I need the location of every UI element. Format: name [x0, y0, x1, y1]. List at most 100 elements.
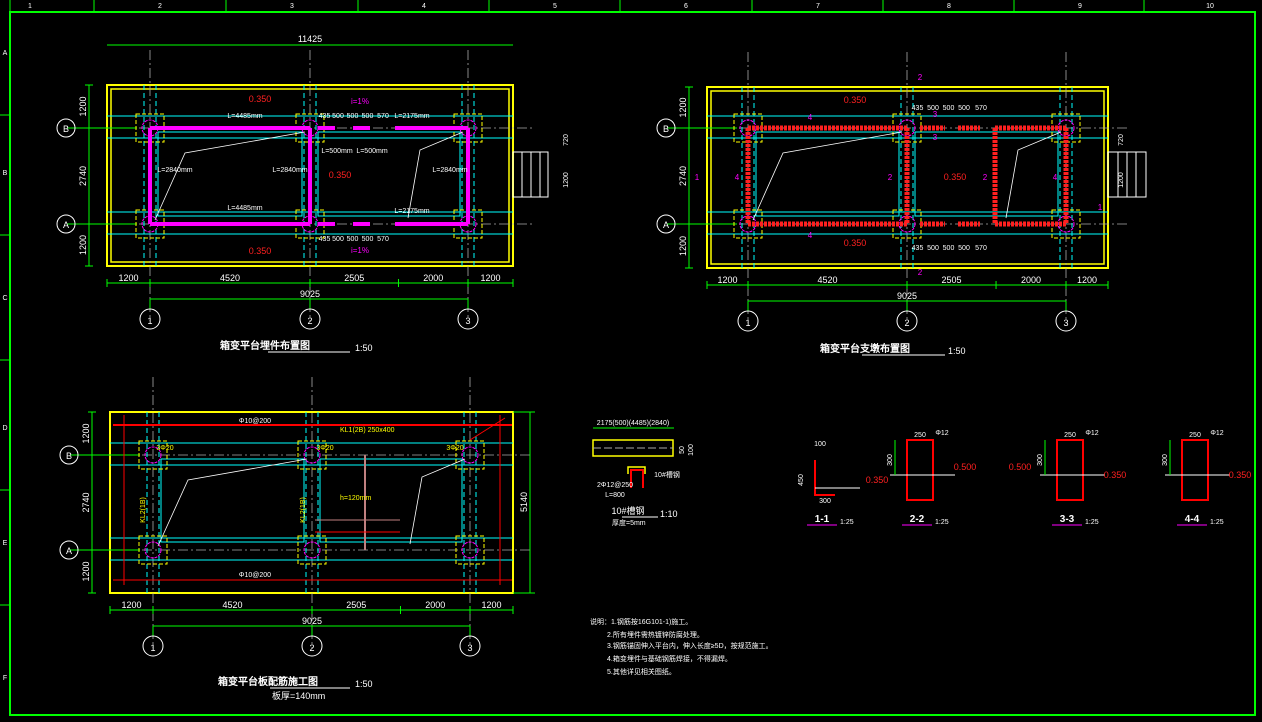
slope-mark: i=1% — [351, 246, 369, 255]
dimension-text: 100 — [814, 441, 826, 448]
section-outline — [906, 439, 934, 501]
dimension-text: 2740 — [678, 166, 688, 186]
dimension-text: 5140 — [519, 492, 529, 512]
ruler-number: 1 — [28, 3, 32, 10]
dimension-text: 1200 — [1118, 172, 1125, 188]
opening-outline — [157, 131, 303, 217]
detail-title: 10#槽钢 — [611, 505, 644, 516]
beam-label: KL1(2B) 250x400 — [340, 427, 395, 434]
segment-dimension: 500 — [332, 236, 344, 243]
rebar-length: L=4485mm — [227, 205, 262, 212]
dimension-total: 9025 — [302, 616, 322, 626]
section-mark: 4 — [808, 113, 813, 122]
section-mark: 2 — [918, 73, 923, 82]
column-base — [455, 440, 485, 470]
detail-scale: 1:10 — [660, 509, 678, 519]
axis-label: A — [63, 220, 69, 230]
drawing-frame — [9, 11, 1256, 716]
column — [303, 541, 321, 559]
elevation-mark: 0.500 — [954, 462, 977, 472]
dimension-text: 1200 — [678, 97, 688, 117]
dimension-text: 1200 — [563, 172, 570, 188]
axis-label: 2 — [904, 318, 909, 328]
elevation-mark: 0.350 — [1104, 470, 1127, 480]
axis-bubble — [1055, 310, 1077, 332]
axis-bubble — [459, 635, 481, 657]
segment-dimension: 500 — [943, 105, 955, 112]
bar-label: Φ12 — [1085, 430, 1098, 437]
ruler-number: 6 — [684, 3, 688, 10]
rebar-label: 3Φ20 — [316, 445, 333, 452]
dimension-text: 1200 — [81, 423, 91, 443]
section-mark: 4 — [808, 231, 813, 240]
dimension-text: 300 — [887, 454, 894, 466]
axis-bubble — [299, 308, 321, 330]
dimension-text: 2000 — [1021, 275, 1041, 285]
dimension-text: 1200 — [717, 275, 737, 285]
ruler-number: 9 — [1078, 3, 1082, 10]
section-scale: 1:25 — [1210, 519, 1224, 526]
elevation-mark: 0.350 — [249, 94, 272, 104]
section-mark: 2 — [983, 173, 988, 182]
dimension-text: 2175(500)(4485)(2840) — [597, 420, 669, 427]
beam-label: KL2(1B) — [300, 497, 307, 523]
axis-label: B — [663, 124, 669, 134]
ruler-number: 10 — [1206, 3, 1214, 10]
segment-dimension: 500 — [958, 105, 970, 112]
elevation-mark: 0.350 — [944, 172, 967, 182]
section-mark: 3 — [933, 110, 938, 119]
segment-dimension: 570 — [377, 236, 389, 243]
elevation-mark: 0.500 — [1009, 462, 1032, 472]
leader-line — [157, 458, 308, 547]
ruler-letter: B — [3, 170, 8, 177]
dimension-text: 2740 — [78, 166, 88, 186]
dimension-text: 250 — [1189, 432, 1201, 439]
ruler-number: 3 — [290, 3, 294, 10]
column-base — [138, 535, 168, 565]
rebar-length: L=2175mm — [394, 208, 429, 215]
anchor-bar — [630, 469, 644, 488]
segment-dimension: 500 — [927, 245, 939, 252]
dimension-text: 720 — [1118, 134, 1125, 146]
axis-label: 3 — [465, 316, 470, 326]
column-base — [297, 440, 327, 470]
dimension-text: 1200 — [481, 600, 501, 610]
ruler-letter: A — [3, 50, 8, 57]
ruler-letter: C — [2, 295, 7, 302]
segment-dimension: 500 — [927, 105, 939, 112]
rebar-label: Φ10@200 — [239, 572, 271, 579]
ruler-number: 7 — [816, 3, 820, 10]
dimension-text: 1200 — [480, 273, 500, 283]
dimension-text: 1200 — [78, 96, 88, 116]
slab-inner-outline — [710, 90, 1105, 265]
dimension-text: 300 — [1037, 454, 1044, 466]
segment-dimension: 500 — [347, 113, 359, 120]
column — [144, 541, 162, 559]
axis-label: A — [66, 546, 72, 556]
leader-line — [1005, 131, 1062, 219]
axis-label: 1 — [147, 316, 152, 326]
plan-scale: 1:50 — [948, 346, 966, 356]
axis-bubble — [656, 214, 676, 234]
dimension-text: 1200 — [1077, 275, 1097, 285]
column — [303, 446, 321, 464]
rebar-length: L=2840mm — [157, 167, 192, 174]
axis-label: 2 — [307, 316, 312, 326]
ruler-number: 2 — [158, 3, 162, 10]
rebar-label: 3Φ20 — [446, 445, 463, 452]
dimension-text: 300 — [1162, 454, 1169, 466]
bar-label: Φ12 — [1210, 430, 1223, 437]
leader-line — [752, 131, 903, 221]
axis-bubble — [56, 214, 76, 234]
axis-label: A — [663, 220, 669, 230]
segment-dimension: 435 — [319, 113, 331, 120]
section-title: 2-2 — [910, 514, 925, 525]
plan-title: 箱变平台板配筋施工图 — [218, 675, 318, 688]
ruler-letter: D — [2, 425, 7, 432]
axis-bubble — [737, 310, 759, 332]
